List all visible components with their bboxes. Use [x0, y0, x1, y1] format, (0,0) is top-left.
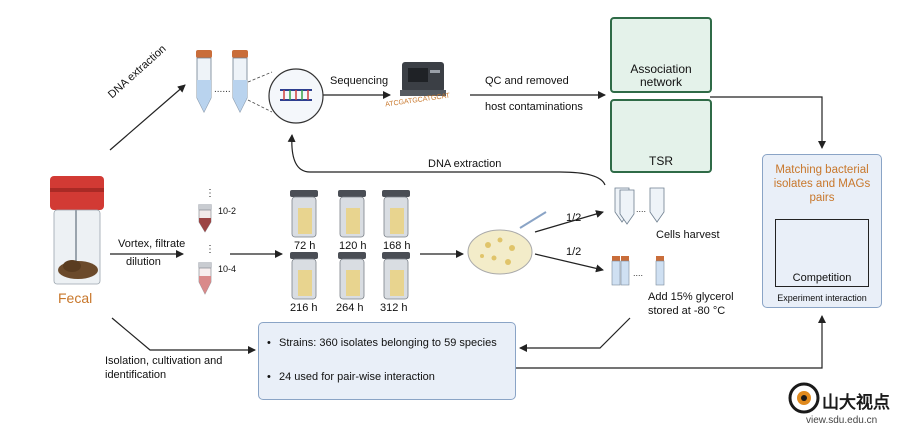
tsr-box: TSR — [610, 99, 712, 173]
glycerol-vials: .... — [611, 256, 665, 286]
vortex-label: Vortex, filtrate — [118, 238, 186, 250]
time-label-1: 72 h — [294, 240, 316, 252]
arrow-to-strains — [111, 317, 256, 354]
watermark-text: 山大视点 — [822, 393, 890, 413]
sequencing-label: Sequencing — [330, 75, 389, 87]
arrow-dna-extraction-top — [109, 84, 186, 151]
cells-harvest-tubes: .... — [614, 187, 665, 225]
qc-label-line1: QC and removed — [485, 75, 569, 87]
svg-text:......: ...... — [214, 84, 231, 95]
isolation-label-line1: Isolation, cultivation and — [105, 355, 223, 367]
sequencer — [400, 62, 446, 96]
matching-box: Matching bacterial isolates and MAGs pai… — [762, 154, 882, 308]
petri-dish — [467, 211, 547, 275]
time-label-5: 264 h — [336, 302, 364, 314]
time-label-2: 120 h — [339, 240, 367, 252]
arrow-to-matching — [710, 96, 826, 149]
glycerol-label-line2: stored at -80 °C — [648, 305, 726, 317]
extraction-tubes: ...... — [196, 50, 248, 113]
svg-text:⋮: ⋮ — [205, 188, 215, 199]
watermark-url: view.sdu.edu.cn — [806, 415, 878, 426]
dilution-1-label: 10-2 — [218, 206, 237, 216]
dilution-label: dilution — [126, 256, 161, 268]
competition-label: Competition — [792, 272, 852, 284]
time-label-6: 312 h — [380, 302, 408, 314]
arrow-to-glycerol — [534, 253, 604, 273]
svg-text:....: .... — [633, 268, 643, 278]
anaerobic-jars — [290, 190, 410, 300]
dilution-2-label: 10-4 — [218, 264, 237, 274]
isolation-label-line2: identification — [105, 369, 167, 381]
arrow-dna-extraction-mid — [287, 134, 606, 186]
svg-text:⋮: ⋮ — [205, 244, 215, 255]
dilution-tubes: ⋮ ⋮ — [198, 188, 215, 295]
strains-box: •Strains: 360 isolates belonging to 59 s… — [258, 322, 516, 400]
strains-item-2: •24 used for pair-wise interaction — [267, 371, 435, 383]
tsr-label: TSR — [649, 154, 673, 168]
arrow-to-cells — [534, 210, 604, 233]
arrow-to-experiment — [515, 315, 826, 369]
association-network-box: Association network — [610, 17, 712, 93]
half-label-2: 1/2 — [566, 246, 582, 258]
time-label-4: 216 h — [290, 302, 318, 314]
matching-label: Matching bacterial isolates and MAGs pai… — [773, 164, 871, 204]
half-label-1: 1/2 — [566, 212, 582, 224]
dna-magnifier — [268, 68, 324, 124]
glycerol-label-line1: Add 15% glycerol — [648, 291, 734, 303]
association-network-label: Association network — [630, 62, 692, 89]
fecal-label: Fecal — [58, 290, 93, 306]
strains-item-1: •Strains: 360 isolates belonging to 59 s… — [267, 337, 497, 349]
experiment-interaction-label: Experiment interaction — [777, 293, 867, 303]
cells-harvest-label: Cells harvest — [656, 229, 720, 241]
qc-label-line2: host contaminations — [485, 101, 583, 113]
fecal-container — [50, 176, 104, 285]
svg-text:....: .... — [636, 204, 646, 214]
dna-extraction-mid-label: DNA extraction — [428, 158, 502, 170]
competition-frame: Competition — [775, 219, 869, 287]
watermark-logo — [788, 382, 820, 414]
arrow-from-glycerol — [519, 317, 631, 352]
time-label-3: 168 h — [383, 240, 411, 252]
